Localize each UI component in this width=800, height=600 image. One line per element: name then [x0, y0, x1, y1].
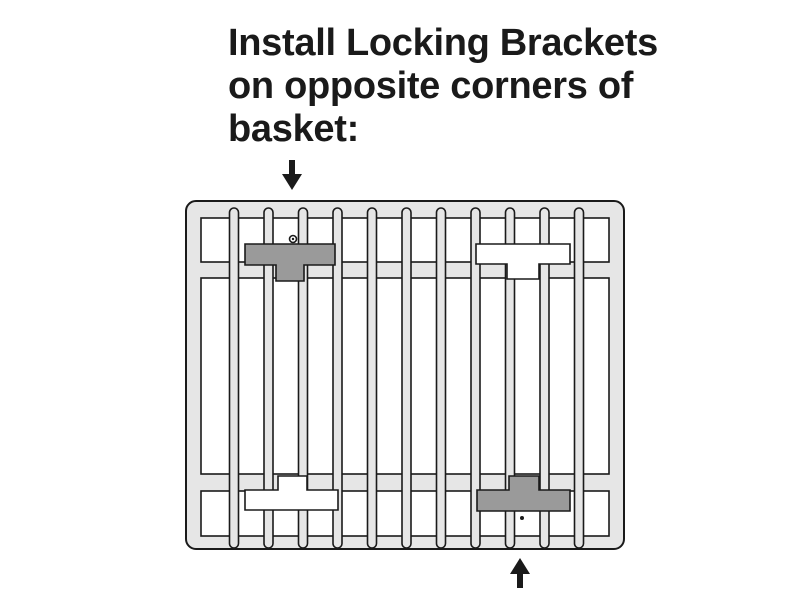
bracket-bottom-right-installed	[476, 475, 571, 520]
bracket-top-right	[475, 243, 571, 280]
instruction-line-2: on opposite corners of	[228, 65, 634, 107]
vertical-wire	[539, 207, 550, 549]
vertical-wire	[228, 207, 240, 549]
vertical-wire	[435, 207, 447, 549]
vertical-wire	[366, 207, 378, 549]
instruction-line-3: basket:	[228, 108, 359, 150]
bracket-top-left-installed	[244, 234, 336, 282]
bottom-arrow-icon	[510, 558, 530, 588]
instruction-line-1: Install Locking Brackets	[228, 22, 658, 64]
top-arrow-icon	[282, 160, 302, 190]
bracket-bottom-left	[244, 475, 339, 511]
vertical-wire	[401, 207, 412, 549]
vertical-wire	[470, 207, 481, 549]
instruction-text: Install Locking Brackets on opposite cor…	[228, 22, 748, 151]
vertical-wire	[332, 207, 343, 549]
screw-icon	[520, 516, 524, 520]
vertical-wire	[504, 207, 516, 549]
vertical-wire	[573, 207, 585, 549]
vertical-wire	[263, 207, 274, 549]
basket-wires	[228, 207, 585, 549]
vertical-wire	[297, 207, 309, 549]
